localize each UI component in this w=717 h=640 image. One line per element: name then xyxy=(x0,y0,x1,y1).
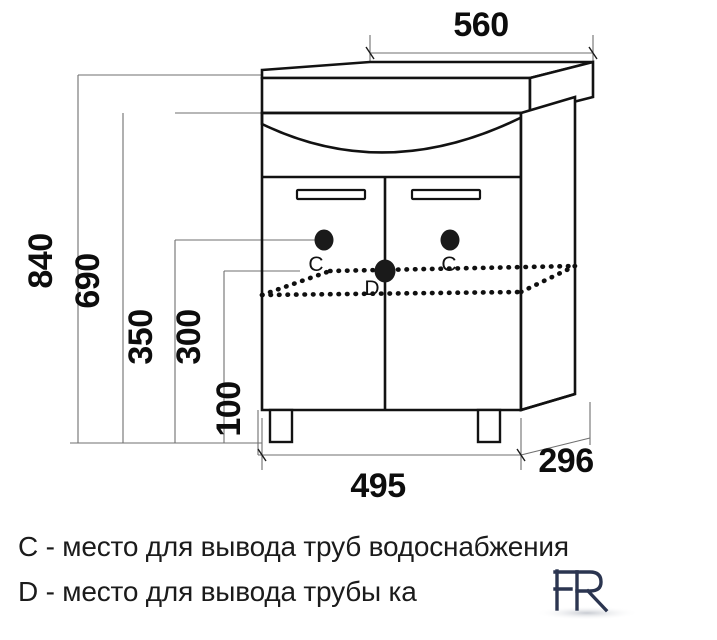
dimension-100: 100 xyxy=(210,381,248,436)
cabinet-legs xyxy=(268,408,502,444)
dimension-840: 840 xyxy=(22,233,60,288)
cabinet-front-body xyxy=(260,111,523,412)
marker-dot-c-right xyxy=(440,229,460,251)
marker-label-c-right: C xyxy=(441,253,456,276)
dimension-560: 560 xyxy=(453,6,508,44)
leg-right xyxy=(476,408,502,444)
marker-dot-d xyxy=(374,259,396,283)
handle-right-door xyxy=(410,188,482,201)
internal-shelf-dotted xyxy=(259,263,578,298)
marker-dot-c-left xyxy=(314,229,334,251)
dimension-350: 350 xyxy=(122,309,160,364)
dimension-ticks xyxy=(257,46,598,462)
countertop-right-face xyxy=(528,60,595,115)
extension-lines xyxy=(70,35,594,470)
outlet-markers: C C D xyxy=(308,229,460,300)
legend-line-d: D - место для вывода трубы ка xyxy=(18,576,417,607)
marker-label-c-left: C xyxy=(308,253,323,276)
dimension-495: 495 xyxy=(350,467,405,505)
cabinet-right-panel xyxy=(519,95,577,412)
countertop-front-face xyxy=(260,76,532,115)
basin-apron xyxy=(260,111,531,154)
dimension-300: 300 xyxy=(170,309,208,364)
cabinet-bottom-right-edge xyxy=(520,392,576,412)
dimension-690: 690 xyxy=(69,253,107,308)
marker-label-d: D xyxy=(364,277,379,300)
door-handles xyxy=(295,188,482,201)
cabinet-outline xyxy=(260,60,595,412)
legend-line-c: C - место для вывода труб водоснабжения xyxy=(18,531,569,562)
dimension-296: 296 xyxy=(538,442,593,480)
leg-left xyxy=(268,408,294,444)
handle-left-door xyxy=(295,188,367,201)
dimension-labels: 560 840 690 350 300 100 495 296 xyxy=(22,6,594,505)
